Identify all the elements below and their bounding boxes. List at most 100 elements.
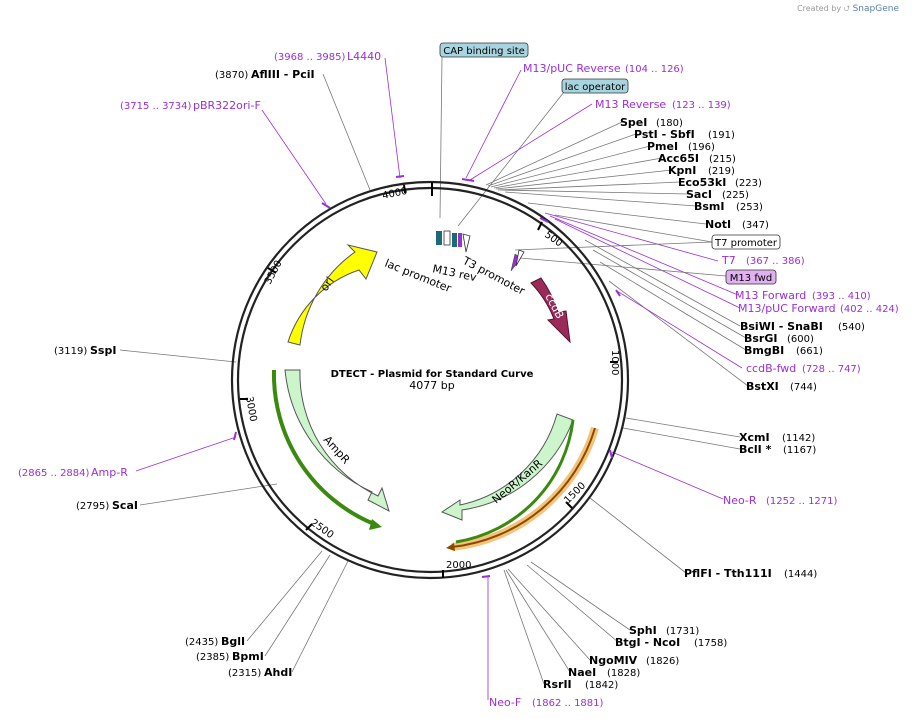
site-label[interactable]: PstI - SbfI xyxy=(634,128,695,141)
plasmid-length: 4077 bp xyxy=(409,379,454,392)
site-label[interactable]: Acc65I xyxy=(658,152,699,165)
site-label[interactable]: SacI xyxy=(686,188,712,201)
site-label[interactable]: BtgI - NcoI xyxy=(615,636,680,649)
primer-pos: (393 .. 410) xyxy=(812,291,871,302)
plasmid-name: DTECT - Plasmid for Standard Curve xyxy=(331,369,534,380)
primer-lines xyxy=(135,57,743,700)
primer-label[interactable]: ccdB-fwd xyxy=(746,362,796,375)
backbone-outer xyxy=(230,180,630,580)
primer-pos: (3968 .. 3985) xyxy=(274,52,346,63)
primer-pos: (402 .. 424) xyxy=(840,304,899,315)
site-pos: (1842) xyxy=(585,680,618,691)
site-pos: (1142) xyxy=(782,433,815,444)
site-pos: (219) xyxy=(708,166,735,177)
site-pos: (2385) xyxy=(196,652,229,663)
site-label[interactable]: SphI xyxy=(629,624,657,637)
boxed-labels: CAP binding site lac operator T7 promote… xyxy=(439,42,781,285)
m13-fwd-text: M13 fwd xyxy=(730,273,772,284)
site-label[interactable]: BpmI xyxy=(232,650,264,663)
site-pos: (2315) xyxy=(228,668,261,679)
ampR-arrow xyxy=(284,369,390,512)
site-pos: (744) xyxy=(790,382,817,393)
site-pos: (191) xyxy=(708,130,735,141)
ccdB-arrow xyxy=(530,277,571,344)
site-pos: (3119) xyxy=(54,346,87,357)
site-pos: (215) xyxy=(709,154,736,165)
neoR-green-orf xyxy=(455,419,575,544)
neoR-arrow xyxy=(440,413,574,521)
snapgene-logo-icon: ⮍ xyxy=(843,4,851,13)
cap-binding-site-text: CAP binding site xyxy=(443,46,525,57)
cap-binding-site-box xyxy=(436,231,442,245)
site-label[interactable]: NaeI xyxy=(568,666,596,679)
primer-label[interactable]: T7 xyxy=(721,254,736,267)
site-pos: (1826) xyxy=(646,656,679,667)
site-label[interactable]: RsrII xyxy=(543,678,572,691)
site-label[interactable]: BsmI xyxy=(694,200,725,213)
primer-label[interactable]: M13/pUC Forward xyxy=(738,302,836,315)
primer-label[interactable]: L4440 xyxy=(347,50,381,63)
primer-pos: (1862 .. 1881) xyxy=(532,698,604,709)
primer-label[interactable]: Neo-F xyxy=(489,696,521,709)
site-label[interactable]: SspI xyxy=(90,344,116,357)
site-pos: (661) xyxy=(796,346,823,357)
lac-operator-box xyxy=(452,233,457,247)
site-label[interactable]: KpnI xyxy=(668,164,696,177)
tick-3000: 3000 xyxy=(243,396,258,423)
lac-promoter-box xyxy=(443,230,451,246)
primer-pos: (728 .. 747) xyxy=(802,364,861,375)
ccdB-label: ccdB xyxy=(542,291,566,321)
tick-marks xyxy=(240,182,618,578)
site-pos: (2435) xyxy=(185,637,218,648)
neoR-orf xyxy=(451,427,596,548)
primer-pos: (2865 .. 2884) xyxy=(18,468,90,479)
snapgene-credit: Created by ⮍ SnapGene xyxy=(797,3,899,17)
site-label[interactable]: BsiWI - SnaBI xyxy=(740,320,823,333)
primer-label[interactable]: Amp-R xyxy=(91,466,128,479)
site-label[interactable]: XcmI xyxy=(739,431,770,444)
site-label[interactable]: BsrGI xyxy=(744,332,777,345)
site-label[interactable]: NotI xyxy=(705,218,731,231)
primer-label[interactable]: M13/pUC Reverse xyxy=(523,62,621,75)
primer-label[interactable]: pBR322ori-F xyxy=(193,99,261,112)
tick-2000: 2000 xyxy=(446,560,471,571)
site-pos: (196) xyxy=(688,142,715,153)
credit-created-by: Created by xyxy=(797,4,842,13)
primer-label[interactable]: Neo-R xyxy=(723,494,757,507)
site-label[interactable]: Eco53kI xyxy=(678,176,726,189)
tick-4000: 4000 xyxy=(381,186,408,202)
site-label[interactable]: BclI * xyxy=(739,443,772,456)
restriction-sites: SpeI (180) PstI - SbfI (191) PmeI (196) … xyxy=(54,68,865,691)
site-label[interactable]: AhdI xyxy=(264,666,292,679)
site-pos: (1731) xyxy=(666,626,699,637)
site-label[interactable]: BmgBI xyxy=(744,344,784,357)
lac-operator-badge xyxy=(561,78,629,94)
lac-operator-text: lac operator xyxy=(565,82,626,93)
site-label[interactable]: ScaI xyxy=(112,499,138,512)
site-pos: (540) xyxy=(838,322,865,333)
site-pos: (2795) xyxy=(76,501,109,512)
primer-label[interactable]: M13 Reverse xyxy=(595,98,666,111)
site-label[interactable]: SpeI xyxy=(620,116,647,129)
site-pos: (1167) xyxy=(783,445,816,456)
ampR-orf-head xyxy=(369,519,382,530)
site-label[interactable]: NgoMIV xyxy=(589,654,638,667)
site-label[interactable]: AflIII - PciI xyxy=(251,68,315,81)
ori-arrow xyxy=(287,244,378,346)
site-label[interactable]: PflFI - Tth111I xyxy=(684,567,772,580)
site-pos: (347) xyxy=(742,220,769,231)
site-label[interactable]: BstXI xyxy=(746,380,779,393)
primer-pos: (1252 .. 1271) xyxy=(766,496,838,507)
site-label[interactable]: BglI xyxy=(221,635,245,648)
cap-binding-site-badge xyxy=(439,42,529,58)
t3-promoter-arrow xyxy=(462,233,471,253)
site-label[interactable]: PmeI xyxy=(647,140,678,153)
m13-fwd-badge xyxy=(725,269,777,285)
primer-pos: (104 .. 126) xyxy=(625,64,684,75)
site-pos: (253) xyxy=(736,202,763,213)
leader-lines xyxy=(119,73,749,685)
neoR-orf-head xyxy=(446,543,455,551)
tick-3500: 3500 xyxy=(263,259,285,287)
primer-label[interactable]: M13 Forward xyxy=(735,289,806,302)
